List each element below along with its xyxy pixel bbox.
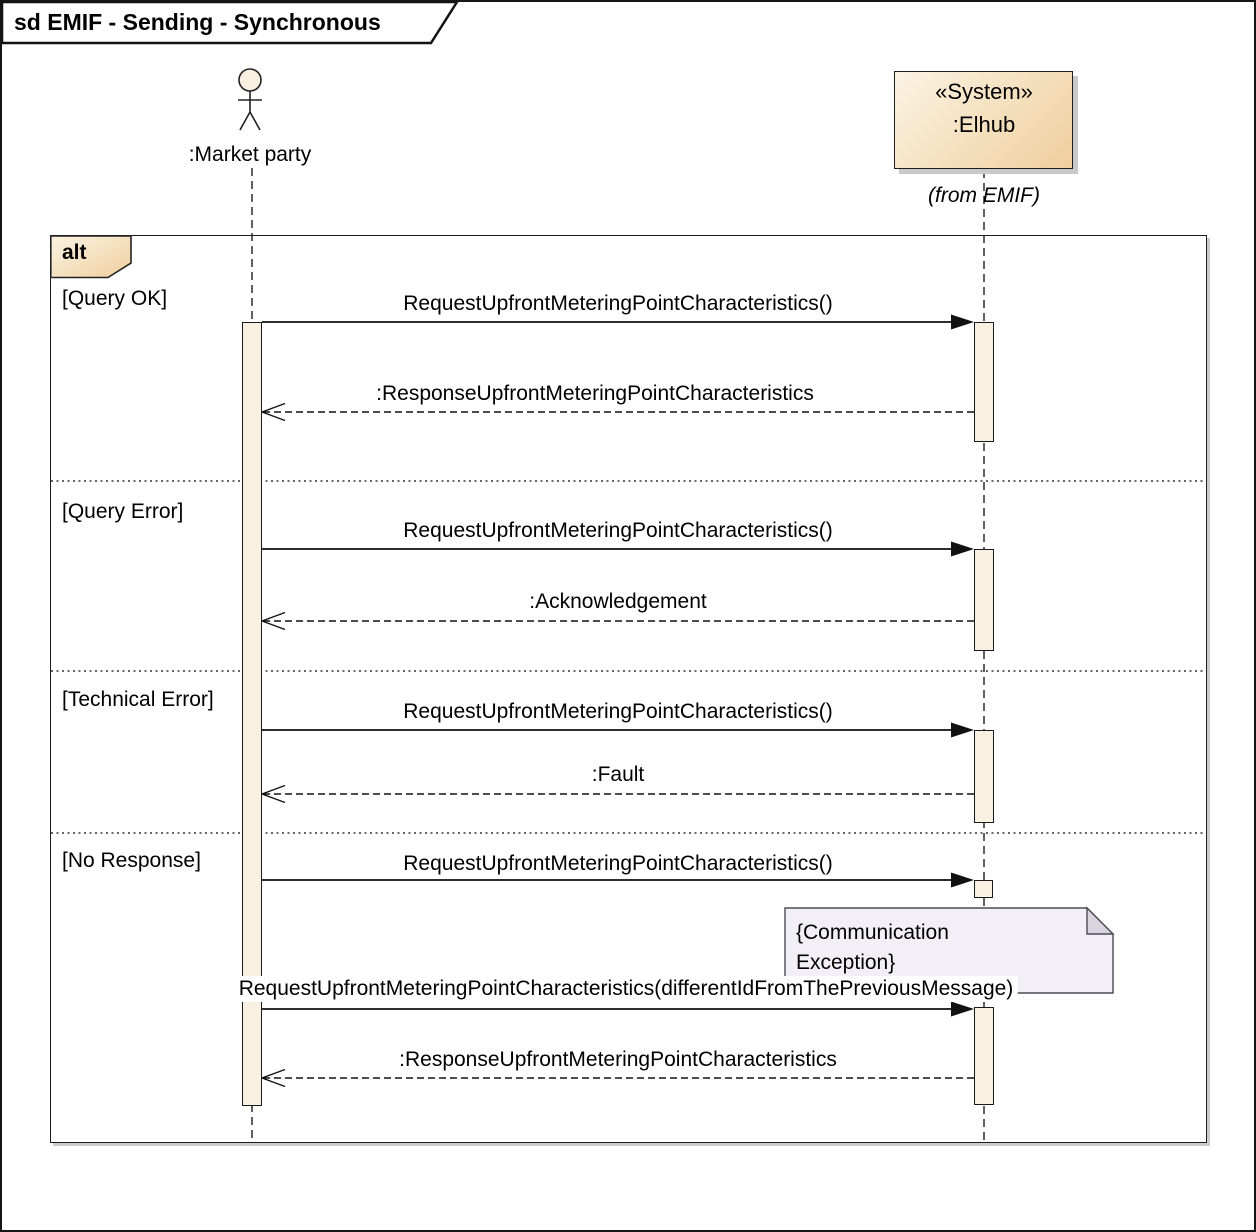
- note-text-line-1: {Communication: [796, 921, 949, 944]
- arrowhead-1: [951, 314, 974, 330]
- elhub-object-box: [894, 71, 1073, 169]
- elhub-activation-technical-error: [974, 730, 994, 823]
- message-label-7: RequestUpfrontMeteringPointCharacteristi…: [403, 852, 833, 875]
- elhub-stereotype: «System»: [935, 79, 1033, 104]
- sync-call-arrows: [262, 321, 953, 1010]
- message-label-3: RequestUpfrontMeteringPointCharacteristi…: [403, 519, 833, 542]
- sync-call-arrowheads: [951, 314, 974, 1017]
- return-arrowheads: [261, 402, 286, 1088]
- elhub-activation-no-response-1: [974, 880, 993, 898]
- message-label-4: :Acknowledgement: [529, 590, 707, 613]
- elhub-activation-query-ok: [974, 322, 994, 442]
- open-arrowhead-6: [261, 784, 286, 804]
- message-label-1: RequestUpfrontMeteringPointCharacteristi…: [403, 292, 833, 315]
- alt-operator-pentagon: [50, 235, 132, 279]
- actor-icon: [238, 68, 262, 131]
- guard-query-error: [Query Error]: [62, 500, 184, 523]
- alt-operator-label: alt: [62, 241, 87, 264]
- alt-fragment-frame: [50, 235, 1207, 1143]
- market-party-activation-bar: [242, 322, 262, 1106]
- title-pentagon: [0, 0, 460, 45]
- guard-technical-error: [Technical Error]: [62, 688, 214, 711]
- open-arrowhead-9: [261, 1068, 286, 1088]
- return-arrows: [264, 411, 974, 1079]
- guard-query-ok: [Query OK]: [62, 287, 168, 310]
- message-label-6: :Fault: [591, 763, 645, 786]
- message-label-5: RequestUpfrontMeteringPointCharacteristi…: [403, 700, 833, 723]
- message-label-9: :ResponseUpfrontMeteringPointCharacteris…: [399, 1048, 837, 1071]
- elhub-origin-label: (from EMIF): [928, 184, 1040, 207]
- note-fold-corner: [1086, 906, 1115, 935]
- message-label-2: :ResponseUpfrontMeteringPointCharacteris…: [376, 382, 814, 405]
- open-arrowhead-2: [261, 402, 286, 422]
- message-label-8: RequestUpfrontMeteringPointCharacteristi…: [234, 976, 1018, 1002]
- note-text-line-2: Exception}: [796, 951, 896, 974]
- market-party-label: :Market party: [188, 143, 312, 166]
- elhub-activation-query-error: [974, 549, 994, 651]
- elhub-name: :Elhub: [952, 112, 1016, 137]
- arrowhead-8: [951, 1001, 974, 1017]
- arrowhead-7: [951, 872, 974, 888]
- elhub-activation-no-response-2: [974, 1007, 994, 1105]
- guard-no-response: [No Response]: [62, 849, 201, 872]
- diagram-title: sd EMIF - Sending - Synchronous: [14, 9, 381, 35]
- open-arrowhead-4: [261, 611, 286, 631]
- arrowhead-3: [951, 541, 974, 557]
- arrowhead-5: [951, 722, 974, 738]
